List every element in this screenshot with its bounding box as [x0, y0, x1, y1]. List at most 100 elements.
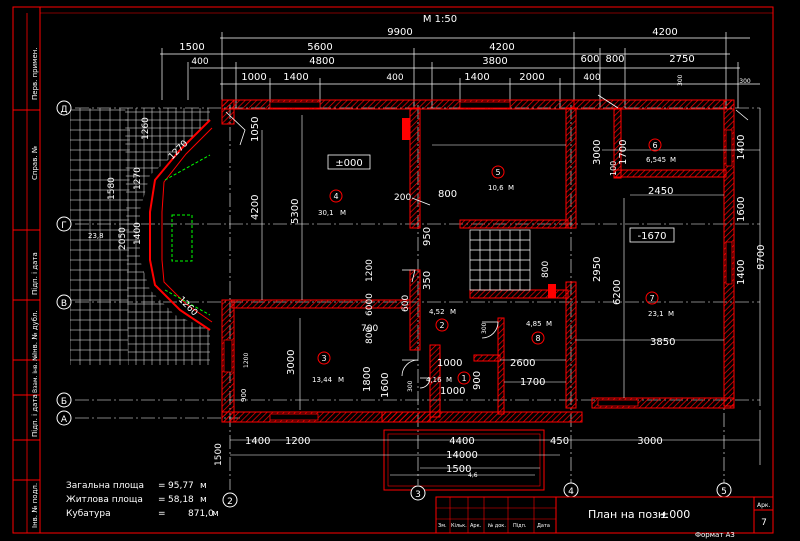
room-unit: M	[668, 310, 674, 318]
interior-dimension-texts: 1050 4200 5300 200 800 1700 3000 1400 10…	[240, 117, 767, 402]
staircase	[469, 229, 531, 291]
dim-400c: 400	[583, 73, 600, 83]
axis-bubbles-left: Д Г В Б А	[56, 100, 72, 426]
dim-1600a: 1600	[736, 197, 747, 222]
dim-5600: 5600	[307, 42, 332, 53]
room-markers: 4 30,1 M 5 10,6 M 6 6,545 M 7 23,1 M 3 1…	[312, 138, 676, 385]
room-4: 4 30,1 M	[318, 189, 346, 217]
dim-800: 800	[605, 54, 624, 65]
dim-1000b: 1000	[437, 358, 462, 369]
top-dimension-texts: 9900 4200 1500 5600 4200 600 800 2750 40…	[179, 27, 751, 86]
sheet-number: 7	[761, 518, 767, 528]
summary-eq: =	[158, 495, 166, 505]
stamp-col-1: Кільк.	[451, 523, 467, 529]
room-number: 8	[535, 334, 540, 343]
dim-1700b: 1700	[520, 377, 545, 388]
dim-bay-1260a: 1260	[141, 117, 151, 140]
dim-900a: 900	[472, 371, 483, 390]
area-summary: Загальна площа = 95,77 м Житлова площа =…	[66, 481, 219, 519]
dim-3000a: 3000	[592, 140, 603, 165]
dim-top-4200a: 4200	[652, 27, 677, 38]
side-stamp: Перв. примен. Справ. № Підп. і дата Інв.…	[13, 13, 40, 533]
dim-bay-1400: 1400	[133, 222, 143, 245]
dim-300a: 300	[677, 74, 684, 86]
dim-400a: 400	[191, 57, 208, 67]
side-cell-1: Справ. №	[31, 146, 39, 180]
room-number: 6	[652, 141, 657, 150]
dim-bot-1400: 1400	[245, 436, 270, 447]
summary-row-living: Житлова площа = 58,18 м	[66, 495, 207, 505]
room-number: 3	[321, 354, 326, 363]
dim-800a: 800	[438, 189, 457, 200]
dim-1050: 1050	[250, 117, 261, 142]
dim-bot-1500b: 1500	[214, 443, 224, 466]
side-cell-4: Взам. інв. №	[32, 354, 39, 393]
dim-4200b: 4200	[489, 42, 514, 53]
room-area: 13,44	[312, 376, 333, 384]
summary-value: 95,77	[168, 481, 194, 491]
dim-950: 950	[422, 227, 433, 246]
stamp-col-2: Арк.	[470, 523, 482, 529]
axis-V: В	[61, 299, 67, 309]
dim-300b: 300	[739, 78, 751, 85]
room-area: 4,16	[426, 376, 442, 384]
axis-A: А	[61, 415, 68, 425]
bay-area: 23,8	[88, 232, 104, 240]
dim-1200b: 1200	[243, 353, 250, 368]
room-unit: M	[338, 376, 344, 384]
dim-4200c: 4200	[250, 195, 261, 220]
room-number: 1	[461, 374, 466, 383]
dim-bot-4400: 4400	[449, 436, 474, 447]
room-unit: M	[446, 376, 452, 384]
windows	[223, 101, 733, 421]
side-cell-0: Перв. примен.	[31, 47, 39, 100]
summary-eq: =	[158, 509, 166, 519]
side-cell-6: Інв. № подл.	[31, 483, 39, 528]
dim-5300: 5300	[290, 199, 301, 224]
dim-bay-1580: 1580	[107, 177, 117, 200]
dim-2450: 2450	[648, 186, 673, 197]
room-8: 8 4,85 M	[526, 320, 552, 345]
dim-900b: 900	[240, 389, 248, 402]
room-area: 30,1	[318, 209, 334, 217]
dim-bay-2050: 2050	[118, 227, 128, 250]
interior-dimension-lines	[230, 108, 761, 469]
room-1: 1 4,16 M	[426, 371, 471, 385]
room-unit: M	[546, 320, 552, 328]
room-3: 3 13,44 M	[312, 351, 344, 384]
room-unit: M	[670, 156, 676, 164]
dim-top-9900: 9900	[387, 27, 412, 38]
scale-label: M 1:50	[423, 14, 457, 25]
red-column	[548, 284, 556, 298]
dim-1000c: 1000	[440, 386, 465, 397]
room-unit: M	[340, 209, 346, 217]
title-block: Зм. Кільк. Арк. № док. Підп. Дата План н…	[435, 496, 774, 539]
dim-bot-450: 450	[550, 436, 569, 447]
top-dimension-lines	[160, 32, 760, 108]
red-column	[402, 118, 410, 140]
drawing-frame	[12, 6, 774, 534]
summary-unit: м	[212, 509, 219, 519]
summary-unit: м	[200, 481, 207, 491]
dim-1700a: 1700	[618, 140, 629, 165]
dim-2000: 2000	[519, 72, 544, 83]
dim-6000: 6000	[365, 293, 375, 316]
dim-600b: 600	[401, 295, 411, 312]
room-5: 5 10,6 M	[488, 165, 514, 192]
dim-1400b: 1400	[464, 72, 489, 83]
dim-4800: 4800	[309, 56, 334, 67]
sheet-label: Арк.	[757, 502, 771, 509]
dim-600: 600	[580, 54, 599, 65]
summary-value: 58,18	[168, 495, 194, 505]
axis-2: 2	[227, 497, 233, 507]
dim-800c: 800	[541, 261, 551, 278]
axis-D: Д	[60, 105, 67, 115]
side-cell-2: Підп. і дата	[31, 252, 39, 295]
dim-bot-14000: 14000	[446, 450, 478, 461]
dim-100: 100	[609, 161, 618, 176]
axis-bubbles-bottom: 2 3 4 5	[222, 482, 732, 508]
dim-1800: 1800	[362, 367, 373, 392]
level-main: ±000	[335, 158, 362, 169]
dim-3800: 3800	[482, 56, 507, 67]
